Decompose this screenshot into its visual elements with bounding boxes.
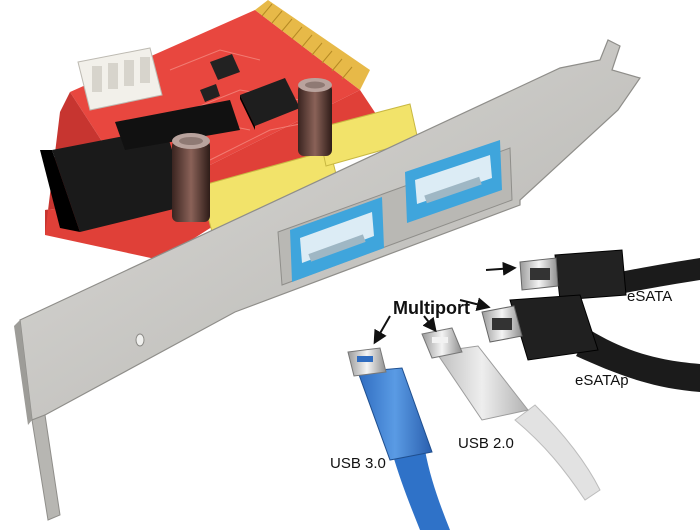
usb3-label: USB 3.0 bbox=[330, 455, 386, 472]
internal-usb-header bbox=[40, 100, 240, 232]
esatap-port bbox=[405, 140, 502, 223]
multiport-label: Multiport bbox=[393, 298, 470, 318]
capacitor bbox=[172, 133, 210, 222]
esatap-port bbox=[290, 197, 384, 282]
esata-cable bbox=[519, 249, 700, 301]
esatap-label: eSATAp bbox=[575, 372, 629, 389]
esatap-cable bbox=[481, 294, 700, 392]
usb2-cable bbox=[421, 327, 601, 501]
capacitor bbox=[298, 78, 332, 156]
power-connector bbox=[77, 47, 163, 111]
esata-label: eSATA bbox=[627, 288, 673, 305]
usb3-cable bbox=[347, 347, 450, 530]
small-chip bbox=[200, 54, 240, 102]
usb2-label: USB 2.0 bbox=[458, 435, 514, 452]
controller-chip bbox=[240, 78, 300, 130]
pointer-arrows bbox=[373, 261, 517, 345]
